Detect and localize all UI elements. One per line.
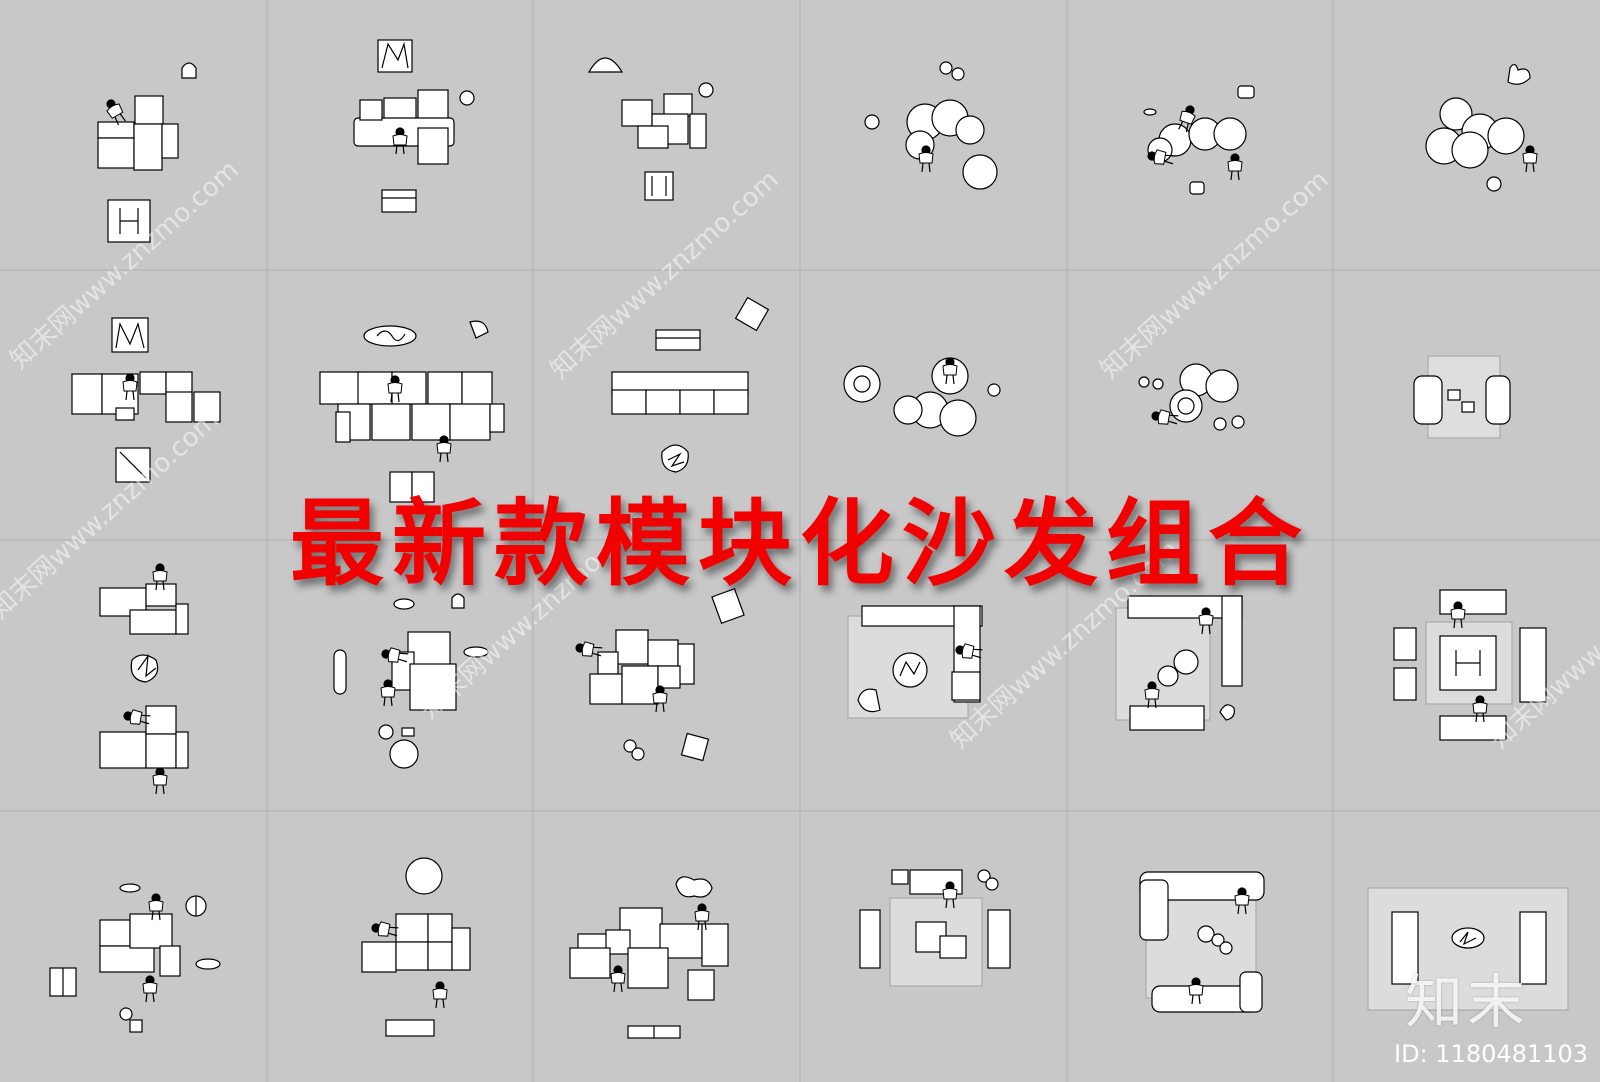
plan-cell-4 (864, 61, 998, 190)
svg-text:知末网www.znzmo.com: 知末网www.znzmo.com (1095, 165, 1335, 385)
plan-cell-21 (569, 876, 729, 1039)
plan-cell-12 (1413, 355, 1511, 439)
plan-cell-19 (49, 883, 221, 1033)
plan-cell-7 (71, 317, 221, 483)
plan-cell-16 (847, 605, 984, 719)
plan-cell-15 (574, 587, 745, 762)
plan-cell-24 (1367, 887, 1569, 1011)
plan-cell-8 (319, 320, 505, 503)
plan-cell-9 (611, 296, 770, 473)
plan-cell-14 (333, 593, 489, 769)
plan-cell-5 (1143, 85, 1255, 195)
plan-cell-10 (843, 357, 1001, 437)
plan-cell-1 (97, 62, 197, 243)
plan-cell-20 (361, 857, 471, 1037)
page-title: 最新款模块化沙发组合 (289, 490, 1310, 599)
plan-cell-23 (1139, 871, 1265, 1013)
plan-cell-3 (587, 57, 714, 201)
plan-cell-18 (1393, 589, 1547, 741)
plan-cell-17 (1115, 595, 1243, 731)
plan-cell-22 (859, 869, 1011, 987)
plan-cell-11 (1138, 363, 1245, 431)
plan-cell-13 (99, 563, 189, 795)
plan-cell-2 (353, 39, 475, 213)
plan-cell-6 (1425, 63, 1538, 192)
brand-logo-watermark: 知末 (1405, 968, 1530, 1036)
image-id-label: ID: 1180481103 (1394, 1040, 1588, 1068)
